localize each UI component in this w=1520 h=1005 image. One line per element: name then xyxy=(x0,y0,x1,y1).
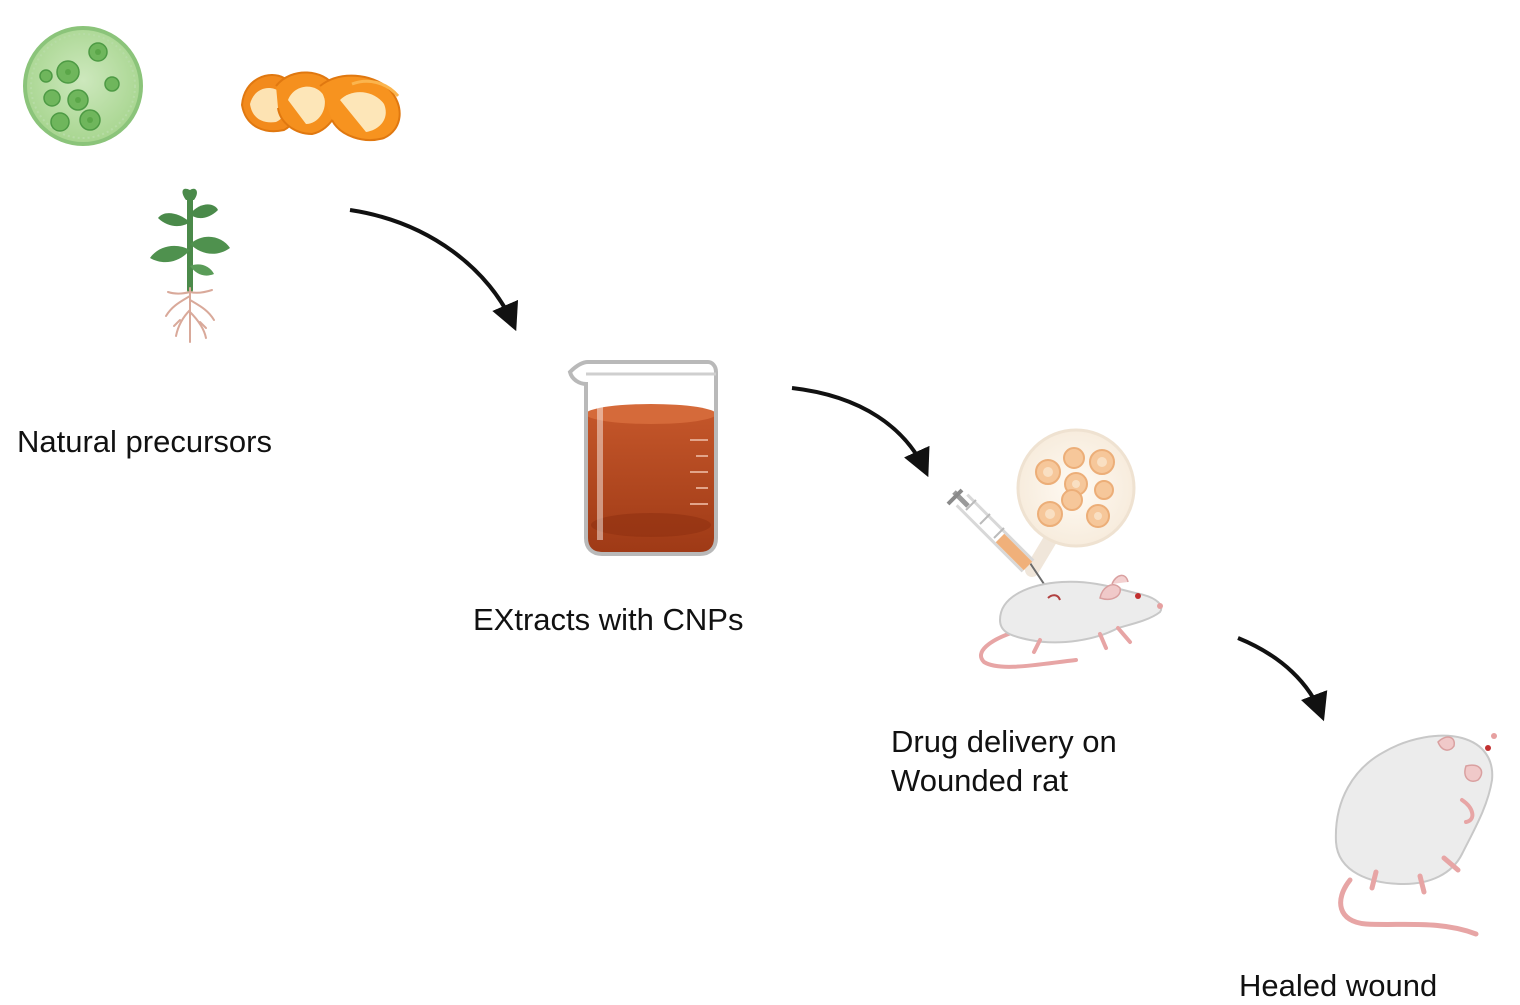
orange-peel-icon xyxy=(240,71,401,141)
algae-cell-icon xyxy=(23,26,143,146)
extracts-label: EXtracts with CNPs xyxy=(473,602,744,637)
flow-arrow-2 xyxy=(791,386,930,478)
healed-wound-label: Healed wound xyxy=(1239,968,1438,1003)
beaker-extract-icon xyxy=(567,360,718,556)
drug-delivery-label: Drug delivery on Wounded rat xyxy=(891,722,1117,800)
cell-magnification-icon xyxy=(1016,428,1136,577)
flow-arrow-3 xyxy=(1237,636,1328,722)
drug-delivery-line-1: Drug delivery on xyxy=(891,724,1117,759)
healed-rat-icon xyxy=(1334,733,1497,937)
plant-seedling-icon xyxy=(150,188,230,343)
natural-precursors-label: Natural precursors xyxy=(17,424,272,459)
drug-delivery-line-2: Wounded rat xyxy=(891,763,1068,798)
wounded-rat-icon xyxy=(979,574,1163,669)
syringe-icon xyxy=(946,488,1053,597)
flow-arrow-1 xyxy=(349,208,519,332)
